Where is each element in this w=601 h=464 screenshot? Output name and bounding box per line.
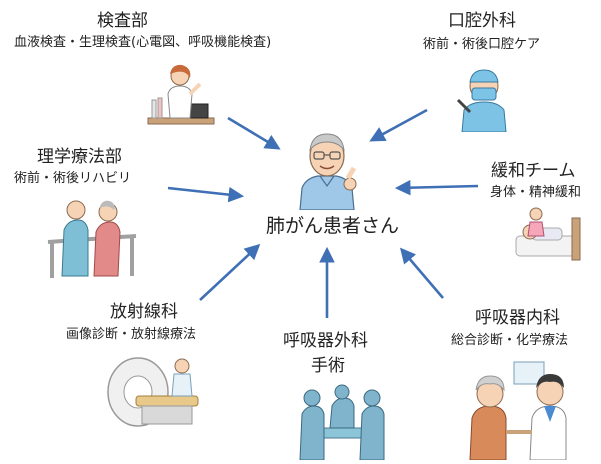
housha-subtitle: 画像診断・放射線療法 [66,327,197,342]
dentist-icon [456,69,507,132]
rigaku-subtitle: 術前・術後リハビリ [14,171,132,186]
palliative-care-icon [515,207,581,261]
arrow-naika [399,247,444,299]
arrow-koukuu [369,108,428,142]
doctor-consultation-icon [469,361,567,460]
surgery-team-icon [299,384,385,460]
geka-title: 呼吸器外科 [283,331,368,351]
physical-therapy-icon [47,200,137,278]
arrow-kanwa [394,179,479,196]
naika-subtitle: 総合診断・化学療法 [451,333,569,348]
koukuu-title: 口腔外科 [448,11,516,31]
naika-title: 呼吸器内科 [475,308,560,328]
kanwa-subtitle: 身体・精神緩和 [490,185,582,200]
lab-technician-icon [147,64,215,125]
arrow-rigaku [167,186,245,203]
housha-title: 放射線科 [110,302,178,322]
ct-scanner-icon [107,357,199,427]
kensa-subtitle: 血液検査・生理検査(心電図、呼吸機能検査) [14,35,272,50]
geka-subtitle: 手術 [311,356,345,376]
kanwa-title: 緩和チーム [491,161,576,181]
koukuu-subtitle: 術前・術後口腔ケア [423,37,541,52]
elderly-patient-icon [299,133,357,210]
arrow-kensa [227,116,281,150]
arrow-housha [199,243,261,301]
kensa-title: 検査部 [97,11,148,31]
rigaku-title: 理学療法部 [37,147,122,167]
center-patient-label: 肺がん患者さん [266,215,400,237]
